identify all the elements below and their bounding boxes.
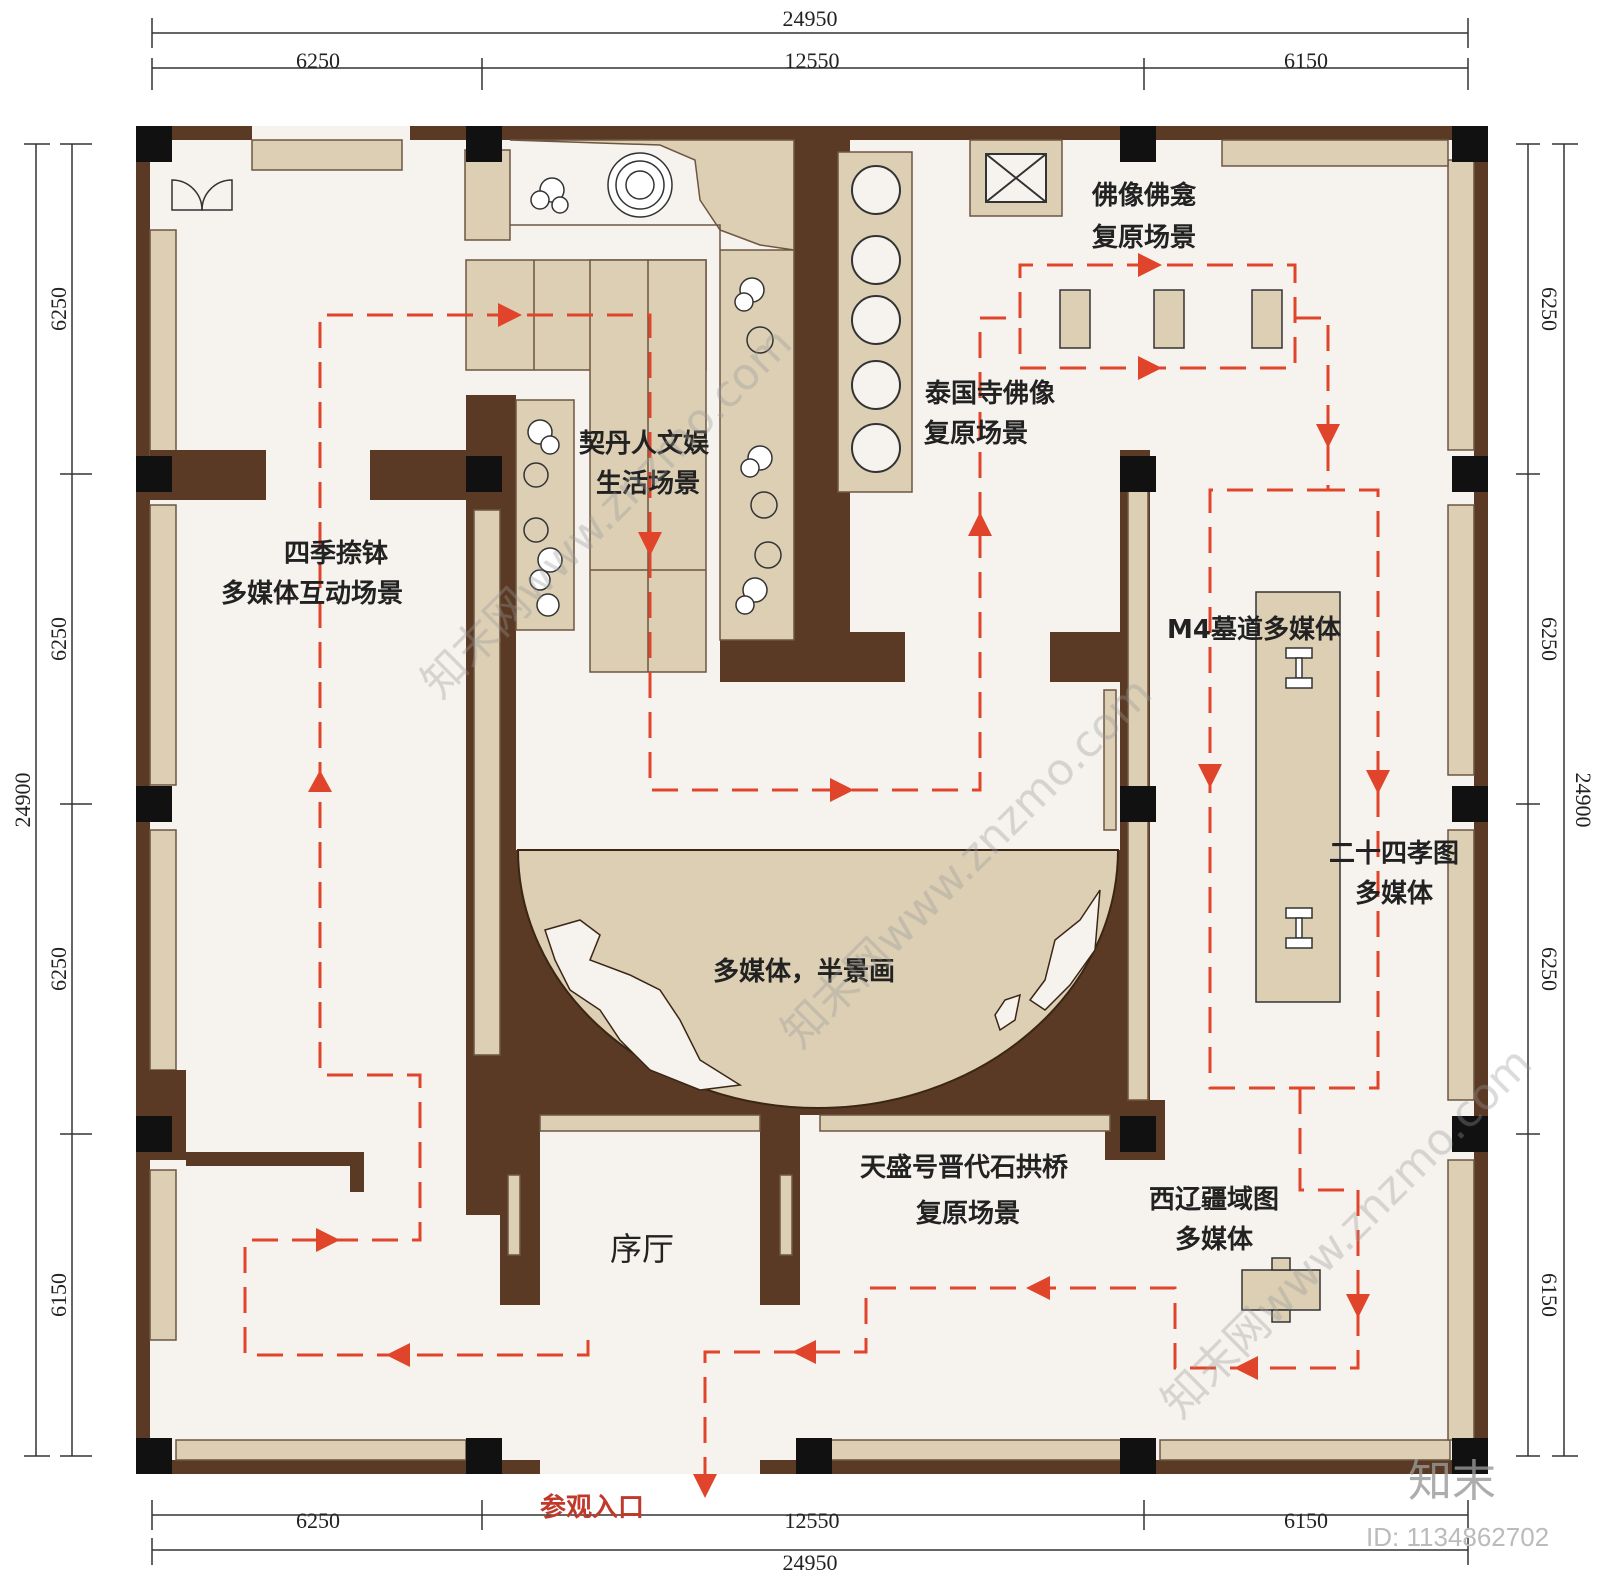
label-prelude-hall: 序厅 [610,1230,674,1268]
label-buddha-niche-2: 复原场景 [1092,223,1196,253]
dim-left-seg-1: 6250 [46,287,71,331]
label-thai-temple-1: 泰国寺佛像 [925,379,1056,409]
m4-display-case [1255,591,1341,1003]
label-western-liao-2: 多媒体 [1175,1225,1254,1255]
left-corridor-strip [473,509,501,1056]
dim-left-seg-3: 6250 [46,947,71,991]
watermark-id: ID: 1134862702 [1366,1522,1549,1552]
dimension-lines [24,18,1578,1565]
route-arrows [308,253,1390,1498]
dim-total-bottom: 24950 [783,1550,838,1575]
dim-bottom-seg-1: 6250 [296,1508,340,1533]
dim-left-seg-4: 6150 [46,1273,71,1317]
label-entrance: 参观入口 [540,1492,644,1523]
dim-bottom-seg-3: 6150 [1284,1508,1328,1533]
arrow-icon [1138,253,1162,277]
columns [136,126,1488,1474]
label-khitan-1: 契丹人文娱 [578,428,710,459]
label-four-seasons-1: 四季捺钵 [284,539,389,569]
arrow-icon [1234,1356,1258,1380]
dim-right-seg-4: 6150 [1537,1273,1562,1317]
dimension-values: 24950 6250 12550 6150 6250 12550 6150 24… [10,6,1596,1575]
panorama-rocks-right [1028,889,1101,1011]
arrow-icon [316,1228,340,1252]
arrow-icon [638,532,662,556]
thai-buddha-row [837,151,913,493]
label-western-liao-1: 西辽疆域图 [1149,1185,1279,1215]
dim-right-seg-2: 6250 [1537,617,1562,661]
door-icon [171,179,233,211]
label-filial-piety-2: 多媒体 [1355,879,1434,909]
arrow-icon [308,770,332,792]
dim-top-seg-1: 6250 [296,48,340,73]
label-four-seasons-2: 多媒体互动场景 [221,579,403,609]
dim-total-left: 24900 [10,773,35,828]
tree-icons [523,152,782,617]
arrow-icon [968,512,992,536]
dim-total-right: 24900 [1571,773,1596,828]
panorama-rocks [544,919,743,1091]
arrow-icon [498,303,522,327]
dim-top-seg-3: 6150 [1284,48,1328,73]
dim-right-seg-1: 6250 [1537,287,1562,331]
arrow-icon [1198,764,1222,788]
arrow-icon [830,778,854,802]
arrow-icon [1366,770,1390,794]
label-panorama: 多媒体，半景画 [713,957,895,987]
label-stone-bridge-2: 复原场景 [916,1199,1020,1229]
label-khitan-2: 生活场景 [596,469,700,499]
arrow-icon [693,1474,717,1498]
panorama-rock-small [994,993,1021,1032]
dim-right-seg-3: 6250 [1537,947,1562,991]
zone-labels: 四季捺钵 多媒体互动场景 契丹人文娱 生活场景 泰国寺佛像 复原场景 佛像佛龛 … [221,181,1459,1523]
arrow-icon [386,1343,410,1367]
arrow-icon [792,1340,816,1364]
panorama-wall [500,850,1128,1115]
building [136,126,1488,1474]
label-filial-piety-1: 二十四孝图 [1329,838,1459,869]
western-liao-table [1241,1257,1321,1323]
label-buddha-niche-1: 佛像佛龛 [1091,181,1197,211]
arrow-icon [1138,356,1162,380]
label-stone-bridge-1: 天盛号晋代石拱桥 [860,1152,1069,1183]
label-m4-tomb: M4墓道多媒体 [1167,614,1342,645]
dim-bottom-seg-2: 12550 [785,1508,840,1533]
stone-bridge-panels [507,1114,1111,1256]
arrow-icon [1346,1294,1370,1318]
buddha-niche [969,139,1283,349]
dim-left-seg-2: 6250 [46,617,71,661]
dim-total-top: 24950 [783,6,838,31]
arrow-icon [1316,424,1340,448]
watermark-logo: 知末 [1408,1456,1496,1507]
label-thai-temple-2: 复原场景 [924,419,1028,449]
arrow-icon [1026,1276,1050,1300]
dim-top-seg-2: 12550 [785,48,840,73]
